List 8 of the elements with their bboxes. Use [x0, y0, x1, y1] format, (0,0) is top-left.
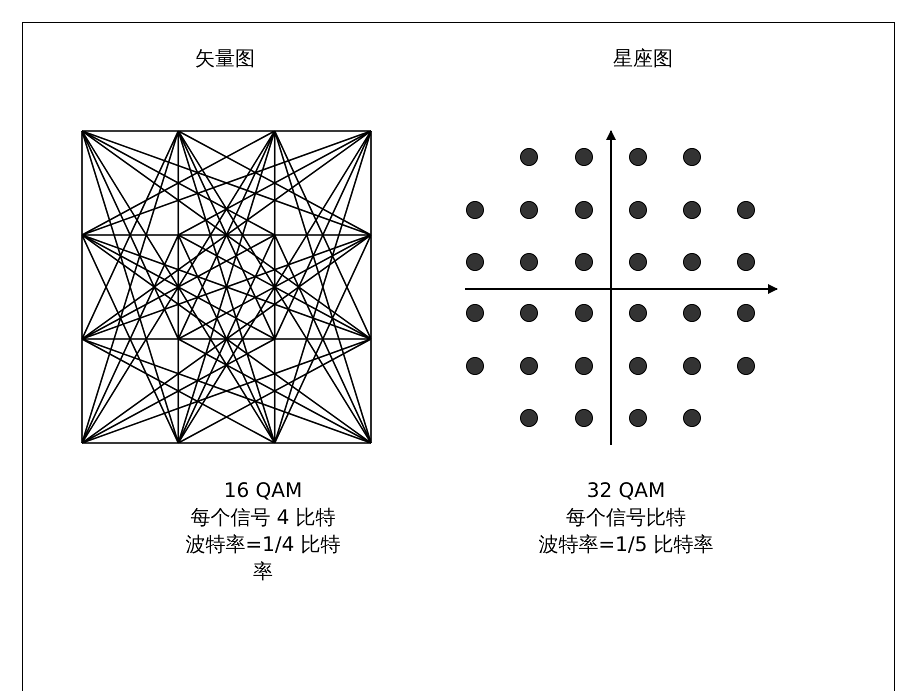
caption-line: 波特率=1/4 比特率 [184, 531, 342, 585]
caption-line: 32 QAM [586, 477, 666, 504]
panel-heading: 星座图 [612, 45, 674, 72]
panel-heading: 矢量图 [194, 45, 256, 72]
caption-line: 每个信号 4 比特 [189, 504, 337, 531]
caption-line: 每个信号比特 [565, 504, 687, 531]
caption-line: 16 QAM [222, 477, 304, 504]
caption-line: 波特率=1/5 比特率 [537, 531, 715, 558]
